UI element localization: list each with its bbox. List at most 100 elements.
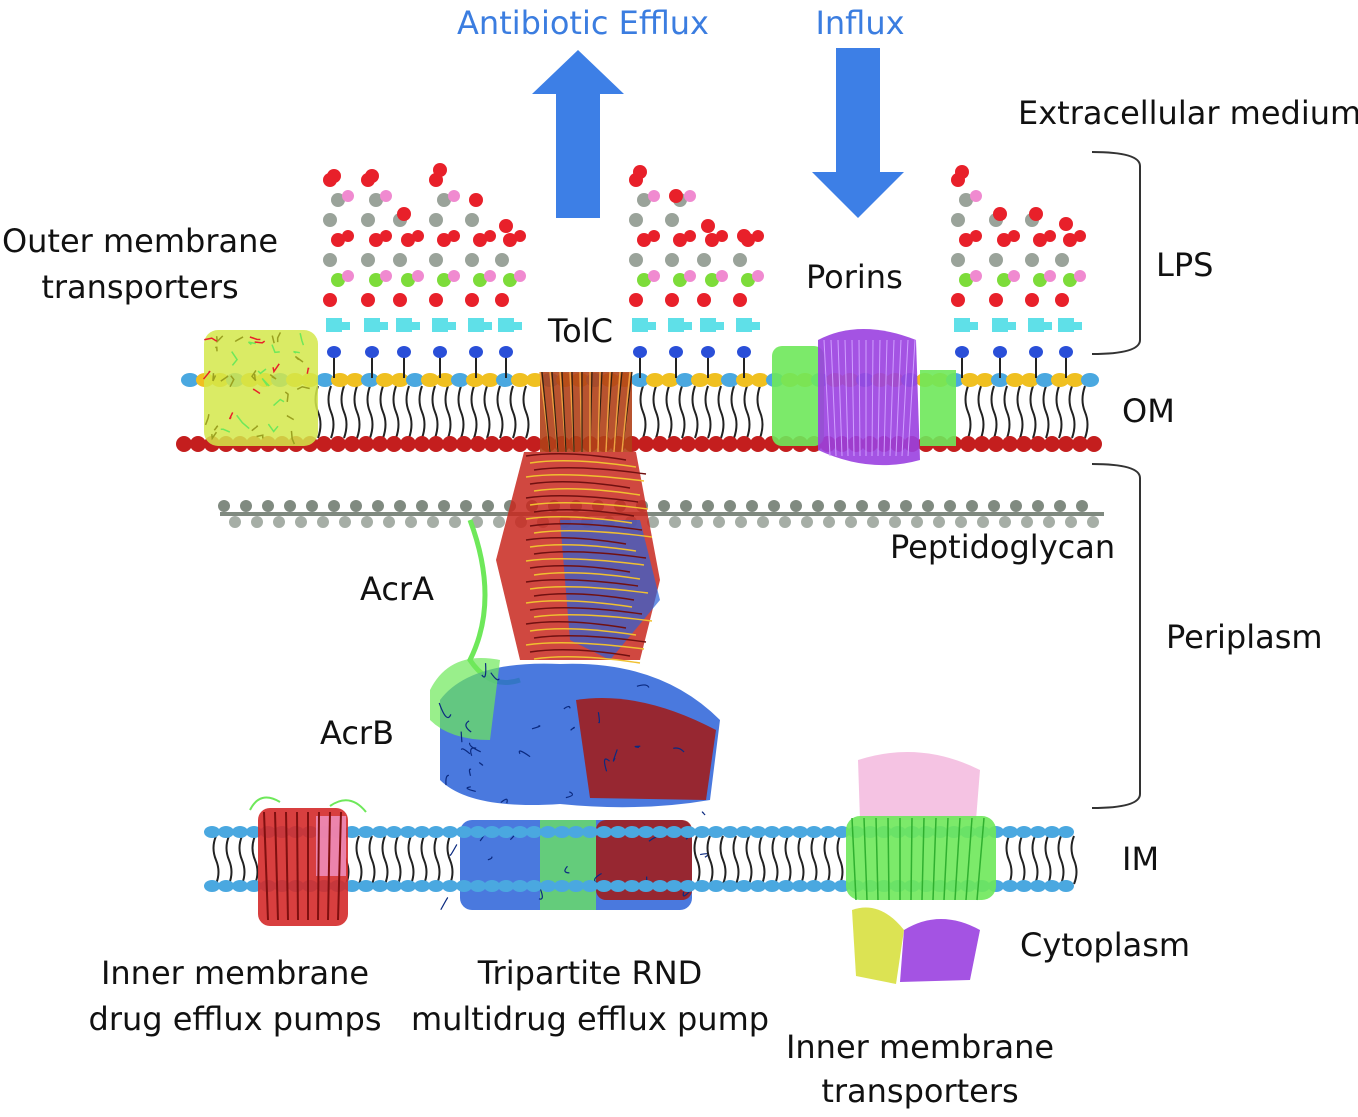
lps-side-sugar	[380, 190, 392, 202]
porin-proteins	[772, 329, 956, 466]
im-inner-headgroup	[442, 880, 458, 892]
om-inner-headgroup	[960, 436, 976, 452]
porin-strand	[901, 339, 909, 457]
im-inner-headgroup	[470, 880, 486, 892]
acrb-coil	[701, 811, 706, 816]
om-lipid-tail	[665, 385, 673, 439]
lps-o-antigen-sugar	[401, 273, 415, 287]
acrb-coil	[460, 731, 463, 743]
acra-helix	[533, 635, 647, 643]
pg-sugar	[493, 516, 505, 528]
lps-o-antigen-sugar	[665, 293, 679, 307]
omt-strand	[293, 350, 300, 354]
acra-helix	[529, 460, 637, 468]
lps-terminal-sugar	[633, 165, 647, 179]
im-outer-headgroup	[442, 826, 458, 838]
om-lipid-tail	[457, 385, 465, 439]
porin-strand	[871, 339, 874, 457]
im-lipid-tail	[1005, 835, 1013, 885]
pg-sugar	[339, 516, 351, 528]
lps-lipid-a	[433, 346, 447, 358]
pg-sugar	[966, 500, 978, 512]
acra-helix	[529, 586, 649, 594]
om-inner-headgroup	[442, 436, 458, 452]
im-inner-headgroup	[498, 880, 514, 892]
im-outer-headgroup	[806, 826, 822, 838]
im-outer-headgroup	[722, 826, 738, 838]
im-lipid-tail	[719, 835, 727, 885]
im-outer-headgroup	[610, 826, 626, 838]
im-outer-headgroup	[652, 826, 668, 838]
im-outer-headgroup	[680, 826, 696, 838]
lps-o-antigen-sugar	[465, 253, 479, 267]
im-lipid-tail	[797, 835, 805, 885]
lps-lipid-a	[633, 346, 647, 358]
im-outer-headgroup	[778, 826, 794, 838]
lps-side-sugar	[970, 230, 982, 242]
om-outer-headgroup	[976, 373, 994, 387]
acrb-label: AcrB	[320, 714, 395, 752]
porin-strand	[830, 339, 837, 457]
lps-side-sugar	[752, 270, 764, 282]
im-lipid-tail	[1044, 835, 1052, 885]
abc-helix	[943, 817, 949, 901]
lps-core-sugar	[668, 318, 684, 332]
pg-sugar	[394, 500, 406, 512]
lps-o-antigen-sugar	[629, 213, 643, 227]
om-lipid-tail	[730, 385, 738, 439]
acrb-coil	[468, 742, 481, 753]
im-lipid-tail	[1070, 835, 1078, 885]
pg-sugar	[900, 500, 912, 512]
om-outer-headgroup	[631, 373, 649, 387]
lps-side-sugar	[448, 230, 460, 242]
lps-core-sugar	[682, 322, 692, 330]
tolc-strand	[551, 371, 559, 453]
lps-o-antigen-sugar	[673, 273, 687, 287]
acra-helix	[533, 572, 641, 580]
im-lipid-tail	[784, 835, 792, 885]
im-inner-headgroup	[484, 880, 500, 892]
pg-sugar	[746, 500, 758, 512]
abc-helix	[976, 817, 985, 901]
pg-sugar	[768, 500, 780, 512]
im-inner-headgroup	[820, 880, 836, 892]
lps-core-sugar	[378, 322, 388, 330]
lps-core-sugar	[482, 322, 492, 330]
pg-sugar	[702, 500, 714, 512]
lps-o-antigen-sugar	[697, 293, 711, 307]
im-lipid-tail	[212, 835, 220, 885]
pg-sugar	[1021, 516, 1033, 528]
lps-side-sugar	[342, 270, 354, 282]
tolc-strand	[597, 371, 601, 453]
om-lipid-tail	[964, 385, 972, 439]
porin-strand	[895, 339, 902, 457]
omt-strand	[251, 425, 259, 432]
acrb-coil	[460, 748, 471, 755]
om-inner-headgroup	[414, 436, 430, 452]
pg-sugar	[933, 516, 945, 528]
im-outer-headgroup	[1044, 826, 1060, 838]
lps-core-sugar	[954, 318, 970, 332]
om-inner-headgroup	[708, 436, 724, 452]
om-lipid-tail	[756, 385, 764, 439]
om-outer-headgroup	[451, 373, 469, 387]
im-inner-headgroup	[750, 880, 766, 892]
omt-strand	[296, 385, 310, 390]
omt-strand	[215, 346, 218, 352]
lps-core-sugar	[364, 318, 380, 332]
acrb-coil	[636, 684, 650, 688]
lps-o-antigen-sugar	[429, 293, 443, 307]
omt-strand	[299, 333, 305, 346]
tripartite-rnd-pump-label-line2: multidrug efflux pump	[410, 1000, 770, 1038]
om-lipid-tail	[717, 385, 725, 439]
pg-sugar	[724, 500, 736, 512]
lps-side-sugar	[380, 270, 392, 282]
pg-sugar	[317, 516, 329, 528]
om-outer-headgroup	[331, 373, 349, 387]
acra-helix	[525, 453, 627, 461]
lps-terminal-sugar	[993, 207, 1007, 221]
abc-transmembrane-domain	[846, 816, 996, 900]
im-inner-headgroup	[694, 880, 710, 892]
lps-o-antigen-sugar	[393, 293, 407, 307]
acrb-coil	[531, 725, 541, 730]
